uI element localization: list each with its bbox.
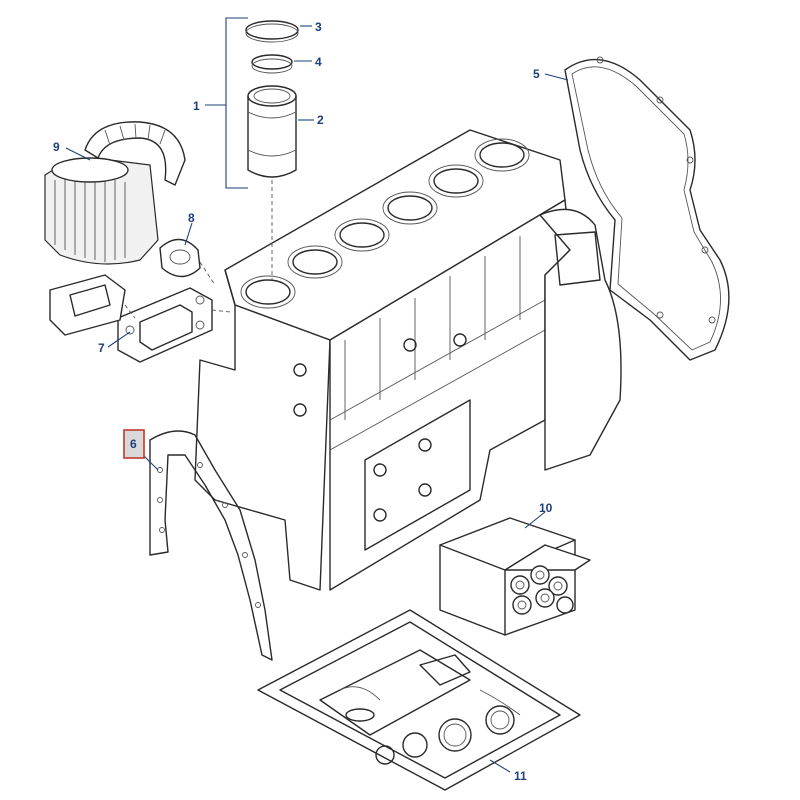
callout-3[interactable]: 3: [315, 20, 322, 34]
callout-6[interactable]: 6: [130, 437, 137, 451]
engine-block: [194, 129, 622, 591]
flange-gasket: [117, 287, 231, 363]
callout-10[interactable]: 10: [539, 501, 553, 515]
callout-7[interactable]: 7: [98, 341, 105, 355]
callout-4[interactable]: 4: [315, 55, 322, 69]
callout-leaders: [65, 25, 569, 773]
callout-6-highlight: [123, 429, 145, 459]
gasket-kit-contents: [319, 649, 521, 765]
plug-set: [510, 565, 574, 615]
callout-1[interactable]: 1: [193, 99, 200, 113]
small-gasket: [159, 238, 216, 286]
breather-assembly: [44, 121, 186, 336]
rear-cover-gasket: [564, 56, 730, 361]
parts-box: [439, 517, 591, 636]
callout-2[interactable]: 2: [317, 113, 324, 127]
callout-5[interactable]: 5: [533, 67, 540, 81]
callout-labels: 1 2 3 4 5 6 7 8 9 10 11: [53, 20, 553, 783]
gasket-kit-tray: [257, 609, 581, 791]
front-cover-gasket: [149, 430, 273, 661]
cylinder-bores: [240, 138, 530, 309]
cylinder-liner-group: [205, 17, 299, 280]
callout-11[interactable]: 11: [514, 769, 527, 783]
callout-9[interactable]: 9: [53, 140, 60, 154]
callout-8[interactable]: 8: [188, 211, 195, 225]
